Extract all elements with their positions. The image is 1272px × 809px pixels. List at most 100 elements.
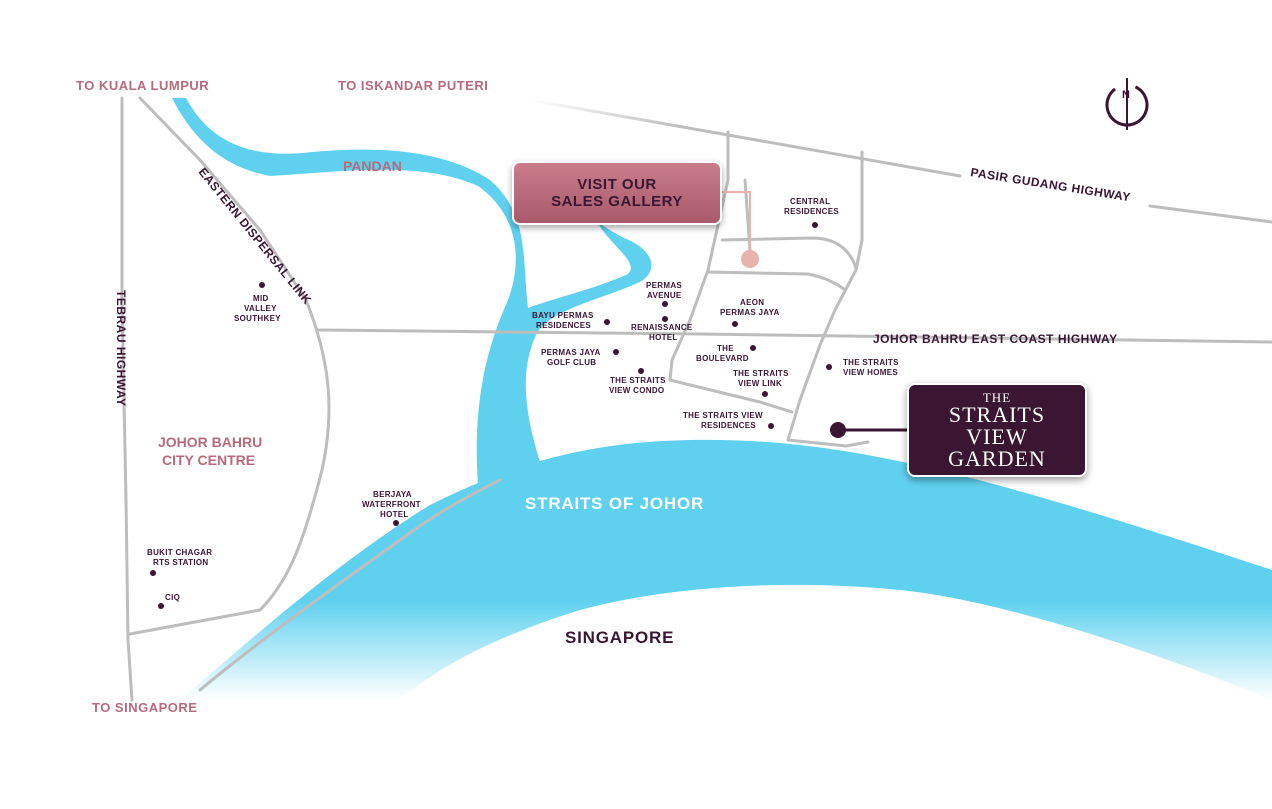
poi-straits-view-link: THE STRAITS VIEW LINK bbox=[733, 369, 789, 397]
poi-label: AVENUE bbox=[647, 291, 682, 300]
poi-dot bbox=[768, 423, 774, 429]
river bbox=[172, 98, 652, 485]
poi-dot bbox=[812, 222, 818, 228]
brand-line-2: STRAITS bbox=[948, 401, 1046, 427]
pasir-gudang-highway-road bbox=[528, 98, 962, 178]
cta-line-2: SALES GALLERY bbox=[551, 193, 683, 210]
poi-dot bbox=[732, 321, 738, 327]
poi-label: HOTEL bbox=[649, 333, 678, 342]
poi-label: THE bbox=[717, 344, 734, 353]
poi-label: WATERFRONT bbox=[362, 500, 421, 509]
singapore-label: SINGAPORE bbox=[565, 628, 674, 647]
river-island bbox=[298, 185, 391, 237]
poi-permas-jaya-golf-club: PERMAS JAYA GOLF CLUB bbox=[541, 348, 619, 367]
brand-line-4: GARDEN bbox=[948, 445, 1046, 471]
poi-label: THE STRAITS bbox=[610, 376, 666, 385]
east-coast-highway-road bbox=[316, 328, 1272, 344]
poi-dot bbox=[613, 349, 619, 355]
permas-loop-road bbox=[668, 130, 794, 414]
straits-view-garden-logo[interactable]: THE STRAITS VIEW GARDEN bbox=[907, 383, 1087, 477]
jb-city-centre-label-1: JOHOR BAHRU bbox=[158, 434, 262, 450]
poi-dot bbox=[662, 301, 668, 307]
poi-dot bbox=[762, 391, 768, 397]
eastern-dispersal-link-label: EASTERN DISPERSAL LINK bbox=[196, 165, 315, 307]
poi-label: RESIDENCES bbox=[701, 421, 756, 430]
poi-dot bbox=[158, 603, 164, 609]
poi-bayu-permas: BAYU PERMAS RESIDENCES bbox=[532, 311, 610, 330]
poi-label: VIEW CONDO bbox=[609, 386, 664, 395]
poi-dot bbox=[750, 345, 756, 351]
straits-of-johor-water bbox=[180, 439, 1272, 700]
poi-label: VIEW HOMES bbox=[843, 368, 898, 377]
poi-label: BOULEVARD bbox=[696, 354, 749, 363]
poi-label: PERMAS JAYA bbox=[541, 348, 601, 357]
poi-straits-view-condo: THE STRAITS VIEW CONDO bbox=[609, 368, 666, 395]
poi-label: BERJAYA bbox=[373, 490, 412, 499]
eastern-dispersal-road bbox=[128, 96, 331, 636]
poi-label: RESIDENCES bbox=[536, 321, 591, 330]
east-coast-highway-label: JOHOR BAHRU EAST COAST HIGHWAY bbox=[873, 332, 1118, 346]
poi-dot bbox=[662, 316, 668, 322]
poi-renaissance-hotel: RENAISSANCE HOTEL bbox=[631, 316, 693, 342]
straits-of-johor-label: STRAITS OF JOHOR bbox=[525, 494, 704, 513]
poi-label: THE STRAITS VIEW bbox=[683, 411, 763, 420]
poi-central-residences: CENTRAL RESIDENCES bbox=[784, 197, 839, 228]
sales-gallery-connector bbox=[716, 191, 751, 250]
poi-label: PERMAS JAYA bbox=[720, 308, 780, 317]
pasir-gudang-highway-road-east bbox=[1148, 204, 1272, 224]
poi-label: BUKIT CHAGAR bbox=[147, 548, 212, 557]
permas-cross-road-2 bbox=[706, 270, 847, 292]
road-network bbox=[120, 96, 1272, 702]
pasir-gudang-highway-label: PASIR GUDANG HIGHWAY bbox=[970, 165, 1132, 204]
poi-label: AEON bbox=[740, 298, 764, 307]
poi-dot bbox=[150, 570, 156, 576]
poi-label: RENAISSANCE bbox=[631, 323, 693, 332]
poi-dot bbox=[393, 520, 399, 526]
poi-bukit-chagar: BUKIT CHAGAR RTS STATION bbox=[147, 548, 212, 576]
pandan-label: PANDAN bbox=[343, 158, 402, 174]
permas-inner-road bbox=[786, 150, 870, 448]
poi-dot bbox=[826, 364, 832, 370]
poi-berjaya-waterfront: BERJAYA WATERFRONT HOTEL bbox=[362, 490, 421, 526]
sales-gallery-marker[interactable] bbox=[741, 250, 759, 268]
poi-dot bbox=[604, 319, 610, 325]
poi-label: RESIDENCES bbox=[784, 207, 839, 216]
compass-letter: N bbox=[1122, 89, 1130, 101]
poi-label: RTS STATION bbox=[153, 558, 208, 567]
to-iskandar-puteri-label: TO ISKANDAR PUTERI bbox=[338, 78, 488, 93]
poi-label: VIEW LINK bbox=[738, 379, 782, 388]
poi-the-boulevard: THE BOULEVARD bbox=[696, 344, 756, 363]
permas-cross-road-1 bbox=[720, 236, 858, 270]
poi-label: CENTRAL bbox=[790, 197, 830, 206]
poi-label: CIQ bbox=[165, 593, 180, 602]
north-compass-icon: N bbox=[1105, 78, 1149, 130]
poi-dot bbox=[638, 368, 644, 374]
poi-label: HOTEL bbox=[380, 510, 409, 519]
poi-mid-valley: MID VALLEY SOUTHKEY bbox=[234, 282, 281, 323]
poi-aeon-permas-jaya: AEON PERMAS JAYA bbox=[720, 298, 780, 327]
poi-permas-avenue: PERMAS AVENUE bbox=[646, 281, 682, 307]
to-singapore-label: TO SINGAPORE bbox=[92, 700, 197, 715]
brand-line-1: THE bbox=[982, 389, 1012, 405]
poi-straits-view-residences: THE STRAITS VIEW RESIDENCES bbox=[683, 411, 774, 430]
jb-city-centre-label-2: CITY CENTRE bbox=[162, 452, 255, 468]
poi-label: MID bbox=[253, 294, 269, 303]
poi-ciq: CIQ bbox=[158, 593, 180, 609]
south-coast-road bbox=[198, 478, 502, 692]
poi-label: VALLEY bbox=[244, 304, 277, 313]
poi-label: THE STRAITS bbox=[843, 358, 899, 367]
cta-line-1: VISIT OUR bbox=[577, 176, 657, 193]
brand-line-3: VIEW bbox=[966, 423, 1028, 449]
poi-label: PERMAS bbox=[646, 281, 682, 290]
tebrau-highway-label: TEBRAU HIGHWAY bbox=[114, 290, 128, 407]
poi-dot bbox=[259, 282, 265, 288]
project-marker[interactable] bbox=[830, 422, 846, 438]
to-kuala-lumpur-label: TO KUALA LUMPUR bbox=[76, 78, 209, 93]
poi-straits-view-homes: THE STRAITS VIEW HOMES bbox=[826, 358, 899, 377]
tebrau-highway-road bbox=[120, 96, 134, 702]
visit-sales-gallery-button[interactable]: VISIT OUR SALES GALLERY bbox=[512, 161, 722, 225]
poi-label: THE STRAITS bbox=[733, 369, 789, 378]
poi-label: BAYU PERMAS bbox=[532, 311, 594, 320]
